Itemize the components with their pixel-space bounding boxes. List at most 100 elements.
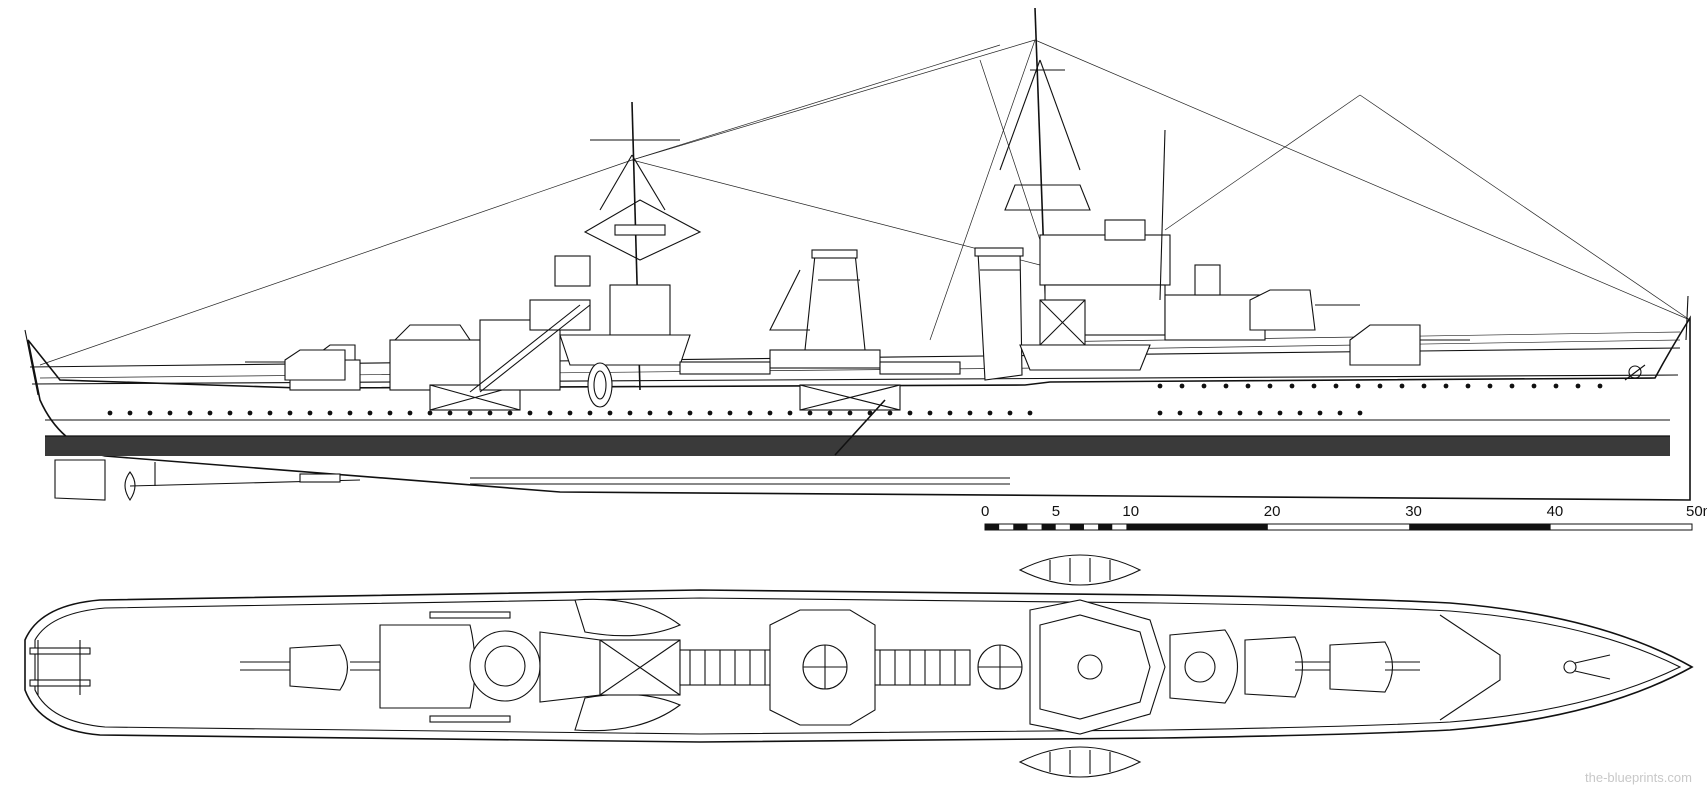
porthole — [987, 410, 993, 416]
porthole — [1357, 410, 1363, 416]
porthole — [347, 410, 353, 416]
porthole — [827, 410, 833, 416]
porthole — [1267, 383, 1273, 389]
porthole — [727, 410, 733, 416]
forward-mounts-plan — [1169, 629, 1420, 704]
porthole — [1007, 410, 1013, 416]
porthole — [1333, 383, 1339, 389]
porthole — [247, 410, 253, 416]
porthole — [187, 410, 193, 416]
porthole — [467, 410, 473, 416]
porthole — [507, 410, 513, 416]
porthole — [607, 410, 613, 416]
porthole — [787, 410, 793, 416]
hull-plan — [24, 589, 1694, 743]
porthole — [1179, 383, 1185, 389]
porthole — [707, 410, 713, 416]
scale-block — [1069, 524, 1084, 530]
scale-label-50m: 50m — [1686, 503, 1707, 520]
porthole — [387, 410, 393, 416]
porthole — [287, 410, 293, 416]
porthole — [547, 410, 553, 416]
anchor-icon — [1624, 364, 1646, 381]
porthole — [1157, 410, 1163, 416]
porthole — [1531, 383, 1537, 389]
porthole — [847, 410, 853, 416]
porthole — [147, 410, 153, 416]
porthole — [487, 410, 493, 416]
porthole — [1421, 383, 1427, 389]
scale-label-30: 30 — [1405, 503, 1422, 520]
porthole — [767, 410, 773, 416]
porthole — [887, 410, 893, 416]
scale-block — [1041, 524, 1056, 530]
porthole — [1553, 383, 1559, 389]
porthole — [207, 410, 213, 416]
scale-label-10: 10 — [1122, 503, 1139, 520]
scale-block — [1126, 524, 1268, 530]
porthole — [1337, 410, 1343, 416]
scale-block — [1013, 524, 1028, 530]
stern-depth-charge-rails — [29, 640, 91, 695]
torpedo-tubes-plan — [679, 649, 971, 686]
scale-block — [985, 524, 1000, 530]
forward-deckhouse — [1164, 264, 1360, 341]
porthole — [1289, 383, 1295, 389]
bridge — [1019, 129, 1171, 371]
scale-label-0: 0 — [981, 503, 989, 520]
porthole — [1575, 383, 1581, 389]
scale-label-20: 20 — [1264, 503, 1281, 520]
porthole — [307, 410, 313, 416]
aft-superstructure — [289, 255, 591, 411]
porthole — [1443, 383, 1449, 389]
porthole — [1237, 410, 1243, 416]
porthole — [947, 410, 953, 416]
scale-label-5: 5 — [1052, 503, 1060, 520]
porthole — [1245, 383, 1251, 389]
porthole — [227, 410, 233, 416]
side-profile — [24, 7, 1691, 501]
porthole — [1277, 410, 1283, 416]
porthole — [1465, 383, 1471, 389]
porthole — [567, 410, 573, 416]
middle-deckhouse-plan — [769, 609, 876, 726]
porthole — [967, 410, 973, 416]
porthole — [627, 410, 633, 416]
porthole — [447, 410, 453, 416]
porthole — [167, 410, 173, 416]
aft-funnel-plan — [599, 639, 681, 696]
fore-funnel — [974, 247, 1024, 381]
watermark: the-blueprints.com — [1585, 770, 1692, 785]
porthole — [1177, 410, 1183, 416]
scale-block — [1098, 524, 1113, 530]
scale-segments — [984, 523, 1693, 531]
porthole — [1223, 383, 1229, 389]
porthole — [407, 410, 413, 416]
breakwater — [1439, 614, 1501, 721]
aft-deckhouse-plan — [379, 624, 601, 709]
lifeboat-lower — [1018, 746, 1142, 778]
gun-mount-1 — [240, 644, 349, 691]
fore-funnel-plan — [977, 644, 1023, 690]
motor-boats-plan — [574, 598, 682, 732]
rigging — [39, 39, 1691, 366]
porthole — [327, 410, 333, 416]
scale-block — [1409, 524, 1551, 530]
portholes — [107, 383, 1603, 416]
forward-gun-turret — [1349, 324, 1470, 366]
porthole — [927, 410, 933, 416]
porthole — [1157, 383, 1163, 389]
porthole — [1487, 383, 1493, 389]
hull — [27, 315, 1691, 501]
lifeboat-upper — [1018, 554, 1142, 586]
porthole — [667, 410, 673, 416]
porthole — [687, 410, 693, 416]
porthole — [807, 410, 813, 416]
porthole — [1355, 383, 1361, 389]
porthole — [1311, 383, 1317, 389]
porthole — [367, 410, 373, 416]
porthole — [427, 410, 433, 416]
porthole — [1217, 410, 1223, 416]
motor-boat — [587, 362, 613, 408]
